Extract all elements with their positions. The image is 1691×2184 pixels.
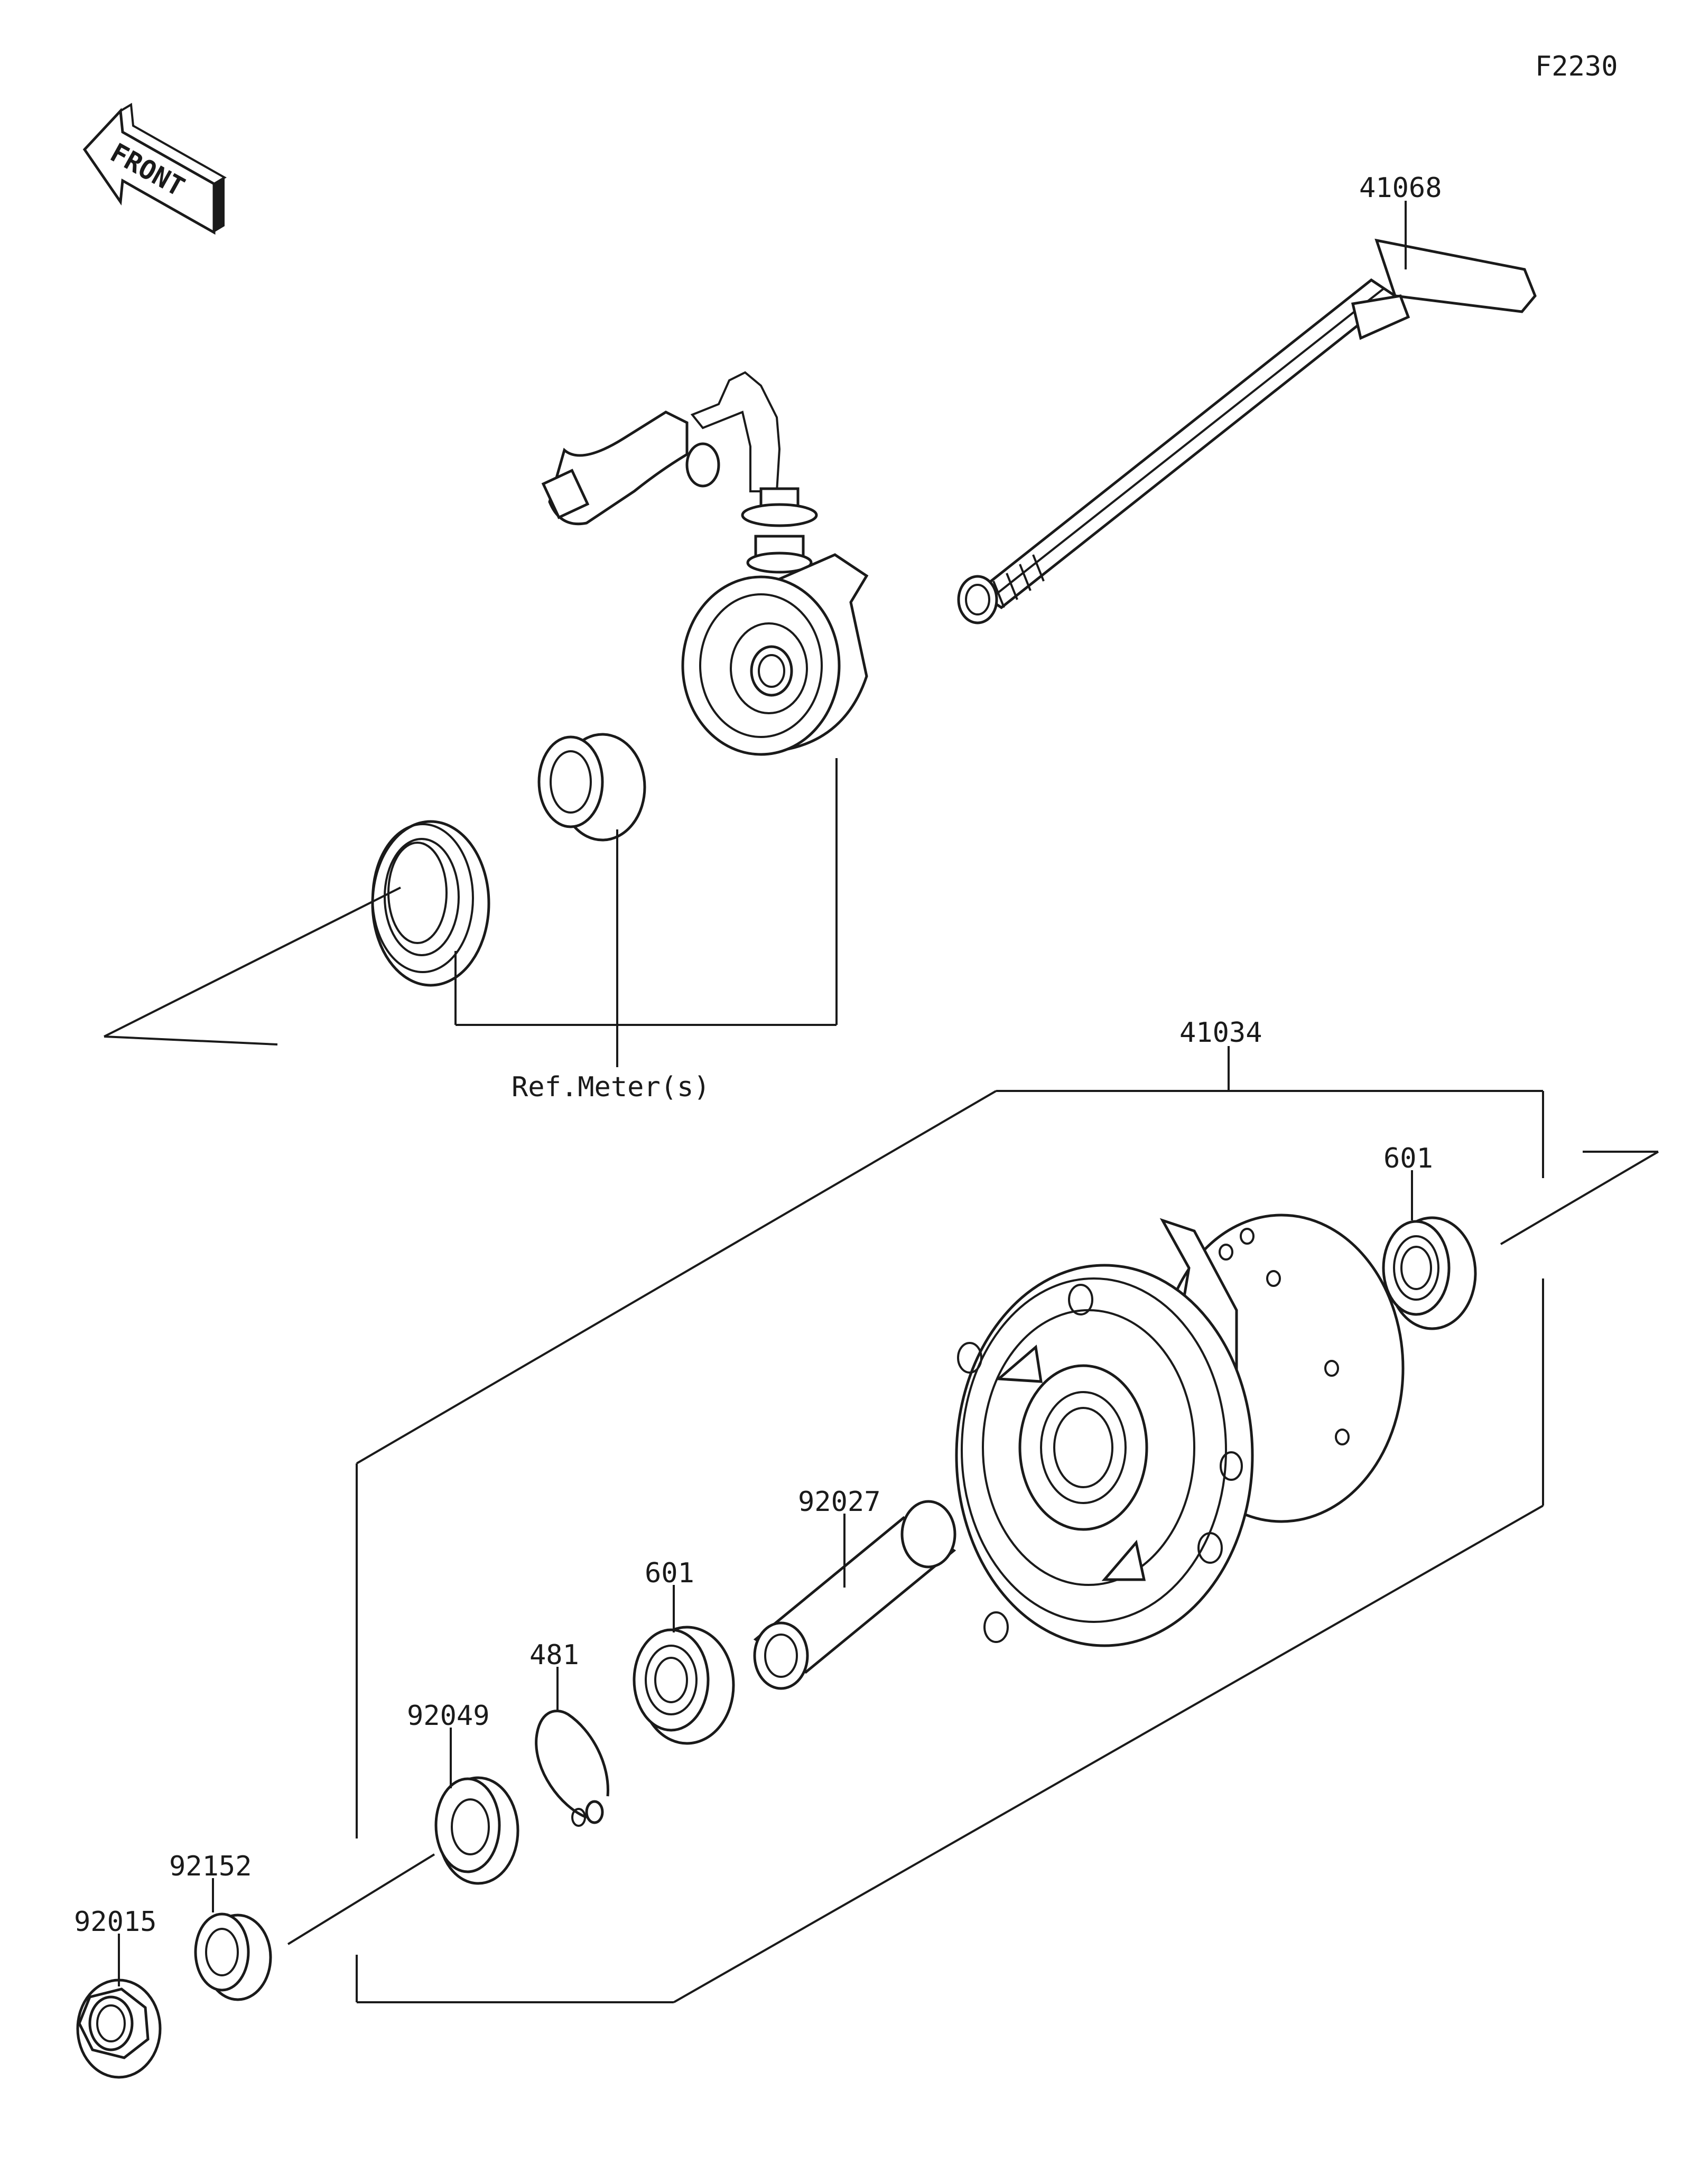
part-number-nut: 92015 <box>74 1906 157 1938</box>
wheel-hub <box>955 1214 1405 1647</box>
part-number-bearing-left: 601 <box>645 1557 694 1589</box>
bearing-right <box>1382 1216 1477 1330</box>
part-number-axle: 41068 <box>1359 172 1442 204</box>
part-number-collar: 92152 <box>169 1851 252 1882</box>
flange-nut <box>76 1978 162 2079</box>
speedometer-cable <box>541 371 818 574</box>
axle-spacer <box>753 1500 956 1690</box>
figure-code: F2230 <box>1535 51 1618 82</box>
front-direction-icon: FRONT <box>82 102 227 235</box>
circlip <box>535 1710 609 1827</box>
axle-shaft <box>957 238 1537 624</box>
part-number-bearing-right: 601 <box>1383 1143 1433 1174</box>
dust-seal-ring <box>371 820 490 987</box>
part-number-oil-seal: 92049 <box>407 1700 490 1732</box>
collar <box>194 1912 272 2001</box>
axis-line-lower <box>287 1853 435 1945</box>
ref-meter-note: Ref.Meter(s) <box>512 1071 710 1103</box>
speedometer-gear-housing <box>681 553 869 756</box>
part-number-spacer: 92027 <box>798 1486 881 1518</box>
bearing-left <box>633 1626 735 1745</box>
part-number-circlip: 481 <box>529 1639 579 1671</box>
oil-seal <box>434 1776 519 1885</box>
part-number-hub: 41034 <box>1179 1017 1262 1049</box>
speedometer-drive-gear <box>537 733 646 842</box>
ref-meter-leaders <box>104 758 838 1067</box>
hub-group-bracket <box>356 1046 1659 2003</box>
